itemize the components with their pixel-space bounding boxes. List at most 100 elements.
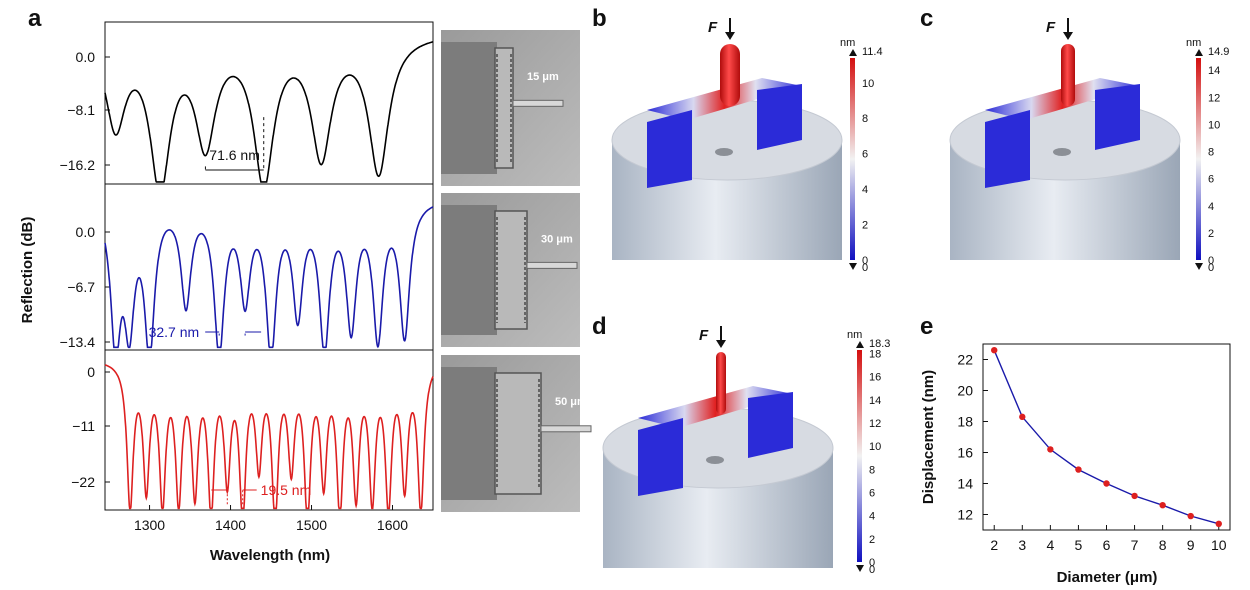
displacement-frame: [982, 343, 1231, 531]
displacement-xlabel: Diameter (μm): [1057, 569, 1158, 586]
fiber-body: [441, 42, 497, 174]
colorbar-tick: 10: [862, 78, 874, 90]
displacement-xtick: 5: [1075, 537, 1083, 553]
colorbar-max: 11.4: [862, 46, 883, 58]
force-label: F: [699, 327, 709, 344]
colorbar-min-arrow: [849, 263, 857, 270]
spectra-xtick: 1300: [134, 517, 165, 533]
displacement-ytick: 12: [957, 507, 973, 523]
colorbar-tick: 6: [869, 487, 875, 499]
displacement-point: [1047, 446, 1054, 453]
colorbar-tick: 14: [1208, 65, 1220, 77]
spectra-ytick: −13.4: [60, 334, 96, 350]
spectra-series-2: [104, 206, 434, 349]
colorbar-tick: 0: [869, 557, 875, 569]
spectra-xtick: 1600: [377, 517, 408, 533]
probe-rod: [1061, 44, 1075, 106]
spectra-xtick: 1400: [215, 517, 246, 533]
colorbar-d: [857, 350, 862, 562]
displacement-xtick: 8: [1159, 537, 1167, 553]
colorbar-tick: 0: [862, 255, 868, 267]
colorbar-b: [850, 58, 855, 260]
displacement-point: [991, 347, 998, 354]
support-block-right: [757, 84, 802, 150]
colorbar-min: 0: [1208, 262, 1214, 274]
colorbar-min: 0: [862, 262, 868, 274]
colorbar-tick: 2: [869, 534, 875, 546]
colorbar-max-arrow: [1195, 49, 1203, 56]
support-block-left: [638, 418, 683, 496]
spectra-series-1: [104, 41, 434, 183]
fsr-label-2: 32.7 nm: [149, 324, 200, 340]
spectra-ytick: −8.1: [67, 102, 95, 118]
displacement-point: [1159, 502, 1166, 509]
displacement-point: [1075, 466, 1082, 473]
colorbar-tick: 10: [869, 441, 881, 453]
micro-probe: [540, 425, 592, 433]
colorbar-tick: 0: [1208, 255, 1214, 267]
panel-label-b: b: [592, 5, 607, 32]
displacement-xtick: 10: [1211, 537, 1227, 553]
probe-rod: [720, 44, 740, 106]
colorbar-min-arrow: [856, 565, 864, 572]
cavity: [494, 210, 528, 330]
support-block-right: [748, 392, 793, 458]
colorbar-tick: 4: [1208, 201, 1214, 213]
micro-probe: [512, 99, 564, 107]
colorbar-unit: nm: [847, 329, 862, 341]
micro-probe: [526, 261, 578, 269]
colorbar-tick: 12: [869, 418, 881, 430]
displacement-xtick: 4: [1046, 537, 1054, 553]
displacement-ytick: 14: [957, 476, 973, 492]
panel-label-d: d: [592, 313, 607, 340]
fiber-top-face: [611, 99, 843, 181]
support-block-left: [647, 110, 692, 188]
displacement-line: [993, 349, 1219, 525]
displacement-ytick: 16: [957, 445, 973, 461]
displacement-xtick: 7: [1131, 537, 1139, 553]
displacement-point: [1103, 480, 1110, 487]
colorbar-min-arrow: [1195, 263, 1203, 270]
displacement-point: [1131, 492, 1138, 500]
colorbar-tick: 6: [1208, 174, 1214, 186]
displacement-ytick: 18: [957, 414, 973, 430]
displacement-ylabel: Displacement (nm): [920, 370, 937, 504]
fsr-label-3: 19.5 nm: [261, 482, 312, 498]
force-arrowhead: [716, 340, 726, 348]
colorbar-tick: 12: [1208, 92, 1220, 104]
fiber-top-face: [602, 407, 834, 489]
force-label: F: [1046, 19, 1056, 36]
spectra-ytick: −6.7: [67, 279, 95, 295]
colorbar-tick: 14: [869, 395, 881, 407]
colorbar-min: 0: [869, 564, 875, 576]
force-label: F: [708, 19, 718, 36]
colorbar-unit: nm: [840, 37, 855, 49]
colorbar-tick: 6: [862, 149, 868, 161]
displacement-point: [1215, 520, 1222, 527]
micrograph-scale-label: 15 μm: [527, 71, 559, 83]
spectra-chart: 0.0−8.1−16.271.6 nm0.0−6.7−13.432.7 nm0−…: [60, 21, 434, 533]
support-block-left: [985, 110, 1030, 188]
fiber-core: [1053, 148, 1071, 156]
displacement-point: [1019, 413, 1026, 421]
colorbar-tick: 2: [862, 220, 868, 232]
colorbar-tick: 8: [862, 113, 868, 125]
fiber-core: [715, 148, 733, 156]
colorbar-tick: 8: [1208, 147, 1214, 159]
displacement-xtick: 9: [1187, 537, 1195, 553]
colorbar-max-arrow: [856, 341, 864, 348]
fiber-body: [441, 205, 497, 335]
bridge-beam: [638, 386, 793, 428]
colorbar-unit: nm: [1186, 37, 1201, 49]
spectra-ylabel: Reflection (dB): [19, 217, 36, 324]
colorbar-tick: 2: [1208, 228, 1214, 240]
spectra-panel-frame: [104, 349, 434, 511]
displacement-ytick: 20: [957, 383, 973, 399]
support-block-right: [1095, 84, 1140, 150]
spectra-ytick: −11: [72, 418, 95, 434]
spectra-ytick: −16.2: [60, 157, 96, 173]
spectra-ytick: 0: [87, 364, 95, 380]
fsr-label-1: 71.6 nm: [209, 147, 260, 163]
